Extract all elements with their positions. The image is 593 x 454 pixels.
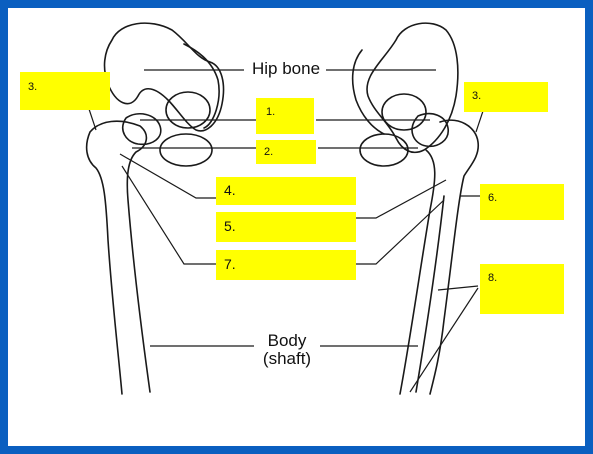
leader-5 — [356, 179, 447, 219]
label-box-7: 7. — [216, 250, 356, 280]
label-box-4: 4. — [216, 177, 356, 205]
left-acetabulum — [159, 133, 213, 167]
term-body: Body — [267, 331, 307, 350]
right-hip-bone — [366, 22, 459, 154]
label-box-1: 1. — [256, 98, 314, 134]
label-4: 4. — [224, 182, 236, 198]
label-3-right: 3. — [472, 90, 482, 102]
right-obturator-foramen — [381, 93, 427, 131]
left-obturator-foramen — [165, 91, 211, 129]
label-7: 7. — [224, 256, 236, 272]
label-5: 5. — [224, 218, 236, 234]
left-sacrum — [183, 43, 220, 129]
leader-8-bottom — [409, 287, 479, 393]
label-box-6: 6. — [480, 184, 564, 220]
left-hip-bone — [103, 22, 225, 132]
label-box-2: 2. — [256, 140, 316, 164]
term-shaft: (shaft) — [262, 349, 312, 368]
label-6: 6. — [488, 192, 498, 204]
leader-8-top — [437, 285, 479, 291]
label-box-5: 5. — [216, 212, 356, 242]
leader-7-right — [356, 199, 445, 265]
label-8: 8. — [488, 272, 498, 284]
leader-4 — [119, 153, 216, 199]
label-box-3-right: 3. — [464, 82, 548, 112]
right-linea-aspera — [415, 195, 445, 393]
term-hip-bone: Hip bone — [251, 59, 321, 78]
right-acetabulum — [359, 133, 409, 167]
right-femur — [399, 119, 480, 395]
label-3-left: 3. — [28, 81, 38, 93]
left-femur-head — [122, 113, 162, 146]
right-sacrum — [351, 49, 385, 135]
right-femur-head — [411, 112, 449, 148]
label-1: 1. — [266, 106, 276, 118]
label-box-8: 8. — [480, 264, 564, 314]
label-2: 2. — [264, 146, 274, 158]
label-box-3-left: 3. — [20, 72, 110, 110]
left-femur — [85, 120, 151, 395]
leader-7 — [121, 165, 216, 265]
